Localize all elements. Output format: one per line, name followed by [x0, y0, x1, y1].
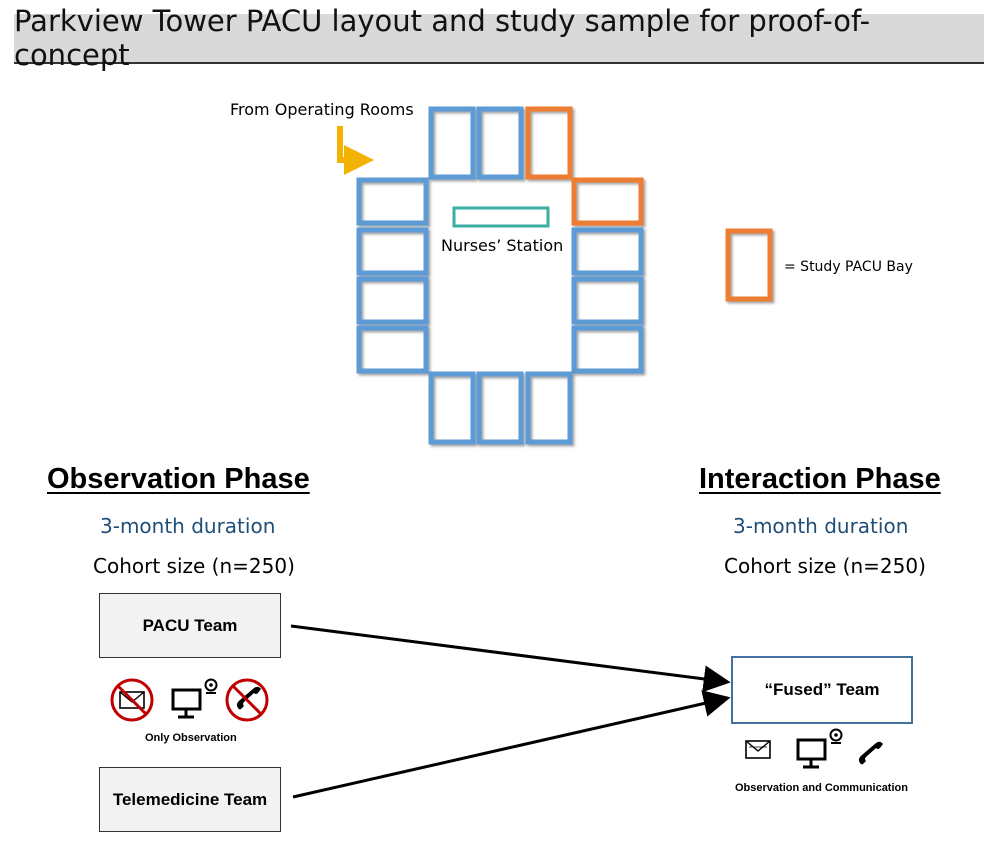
- observation-cohort: Cohort size (n=250): [93, 554, 295, 578]
- email-icon: [745, 740, 771, 759]
- pacu-bay: [476, 371, 524, 445]
- study-pacu-bay: [571, 177, 644, 226]
- pacu-bay: [571, 276, 644, 325]
- pacu-bay: [356, 325, 429, 374]
- pacu-team-box: PACU Team: [99, 593, 281, 658]
- monitor-webcam-icon: [171, 678, 218, 719]
- pacu-bay: [356, 227, 429, 276]
- arrow-telemedicine-to-fused: [292, 690, 731, 799]
- pacu-bay: [356, 177, 429, 226]
- pacu-bays: [356, 106, 644, 445]
- observation-duration: 3-month duration: [100, 514, 276, 538]
- observation-caption: Only Observation: [145, 732, 237, 744]
- pacu-bay: [356, 276, 429, 325]
- interaction-duration: 3-month duration: [733, 514, 909, 538]
- entry-label: From Operating Rooms: [230, 100, 414, 119]
- interaction-phase-heading: Interaction Phase: [699, 463, 941, 495]
- legend-study-bay: [725, 228, 773, 302]
- legend-label: = Study PACU Bay: [784, 259, 913, 275]
- pacu-bay: [476, 106, 524, 180]
- pacu-bay: [525, 371, 573, 445]
- entry-arrow: [337, 126, 374, 175]
- pacu-bay: [571, 325, 644, 374]
- nurses-station-label: Nurses’ Station: [441, 236, 564, 255]
- pacu-bay: [571, 227, 644, 276]
- interaction-caption: Observation and Communication: [735, 782, 908, 794]
- no-email-icon: [110, 678, 154, 722]
- interaction-cohort: Cohort size (n=250): [724, 554, 926, 578]
- nurses-station: [452, 206, 550, 228]
- telemedicine-team-box: Telemedicine Team: [99, 767, 281, 832]
- pacu-bay: [428, 371, 476, 445]
- pacu-bay: [428, 106, 476, 180]
- arrow-pacu-to-fused: [290, 624, 731, 693]
- no-phone-icon: [225, 678, 269, 722]
- phone-icon: [858, 741, 883, 765]
- monitor-webcam-icon: [796, 728, 843, 769]
- fused-team-box: “Fused” Team: [731, 656, 913, 724]
- study-pacu-bay: [525, 106, 573, 180]
- observation-phase-heading: Observation Phase: [47, 463, 310, 495]
